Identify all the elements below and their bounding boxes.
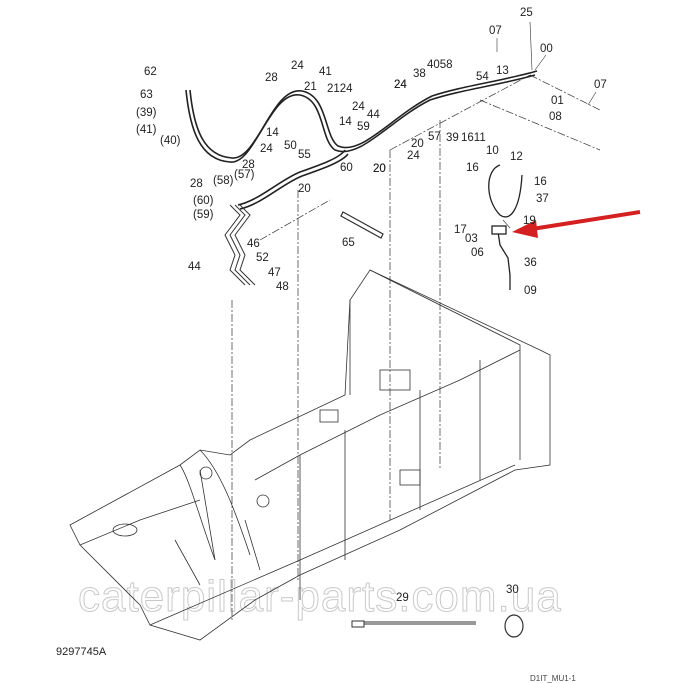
- callout-12: 12: [510, 151, 523, 163]
- callout-30: 30: [506, 584, 519, 596]
- callout-24: 24: [394, 79, 407, 91]
- callout-57: 57: [428, 131, 441, 143]
- chassis-frame: [69, 269, 551, 641]
- highlight-arrow: [512, 210, 641, 238]
- callout-60: 60: [340, 162, 353, 174]
- callout-16: 16: [466, 162, 479, 174]
- callout-00: 00: [540, 43, 553, 55]
- cable-tie-29: [351, 620, 476, 628]
- callout-20: 20: [373, 163, 386, 175]
- callout-07: 07: [489, 25, 502, 37]
- callout-20: 20: [373, 163, 386, 175]
- callout-17: 17: [454, 224, 467, 236]
- callout-59: 59: [357, 121, 370, 133]
- callout-41: 41: [319, 66, 332, 78]
- callout-2124: 2124: [327, 83, 353, 95]
- callout-24: 24: [291, 60, 304, 72]
- callout-08: 08: [549, 111, 562, 123]
- callout-24: 24: [260, 143, 273, 155]
- callout-63: 63: [140, 89, 153, 101]
- callout-54: 54: [476, 71, 489, 83]
- callout-48: 48: [276, 281, 289, 293]
- callout-36: 36: [524, 257, 537, 269]
- callout-28: 28: [265, 72, 278, 84]
- callout-39-ref: (39): [136, 107, 157, 119]
- callout-52: 52: [256, 252, 269, 264]
- callout-44: 44: [188, 261, 201, 273]
- callout-28: 28: [190, 178, 203, 190]
- callout-47: 47: [268, 267, 281, 279]
- callout-41-ref: (41): [136, 124, 157, 136]
- bracket-65: [340, 211, 384, 239]
- callout-20: 20: [411, 138, 424, 150]
- document-id: 9297745A: [56, 646, 107, 658]
- callout-38: 38: [413, 68, 426, 80]
- callout-29: 29: [396, 592, 409, 604]
- dash-dot-leaders: [231, 74, 601, 620]
- callout-leaders: [496, 21, 597, 229]
- callout-59-ref: (59): [193, 209, 214, 221]
- callout-46: 46: [247, 238, 260, 250]
- callout-24: 24: [407, 150, 420, 162]
- right-hose-assembly: [488, 164, 523, 290]
- callout-58-ref: (58): [213, 175, 234, 187]
- callout-09: 09: [524, 285, 537, 297]
- callout-07: 07: [594, 79, 607, 91]
- callout-57-ref: (57): [234, 169, 255, 181]
- callout-21: 21: [304, 81, 317, 93]
- callout-55: 55: [298, 149, 311, 161]
- hose-bundle-main: [185, 70, 538, 210]
- callout-50: 50: [284, 140, 297, 152]
- callout-4058: 4058: [427, 59, 453, 71]
- callout-19: 19: [523, 215, 536, 227]
- callout-37: 37: [536, 193, 549, 205]
- callout-14: 14: [266, 127, 279, 139]
- callout-28: 28: [242, 159, 255, 171]
- callout-03: 03: [465, 233, 478, 245]
- left-line-group: [224, 204, 256, 286]
- callout-1611: 1611: [461, 132, 486, 144]
- callout-44: 44: [367, 109, 380, 121]
- callout-13: 13: [496, 65, 509, 77]
- callout-06: 06: [471, 247, 484, 259]
- callout-65: 65: [342, 237, 355, 249]
- callout-24: 24: [394, 79, 407, 91]
- clamp-30: [504, 614, 524, 638]
- callout-60-ref: (60): [193, 195, 214, 207]
- callout-14: 14: [339, 116, 352, 128]
- watermark-text: caterpillar-parts.com.ua: [78, 572, 562, 622]
- callout-40-ref: (40): [160, 135, 181, 147]
- page-reference: D1IT_MU1-1: [530, 674, 576, 683]
- callout-24: 24: [352, 101, 365, 113]
- callout-62: 62: [144, 66, 157, 78]
- callout-10: 10: [486, 145, 499, 157]
- callout-39: 39: [446, 132, 459, 144]
- callout-01: 01: [551, 95, 564, 107]
- callout-16: 16: [534, 176, 547, 188]
- callout-25: 25: [520, 7, 533, 19]
- callout-20: 20: [298, 183, 311, 195]
